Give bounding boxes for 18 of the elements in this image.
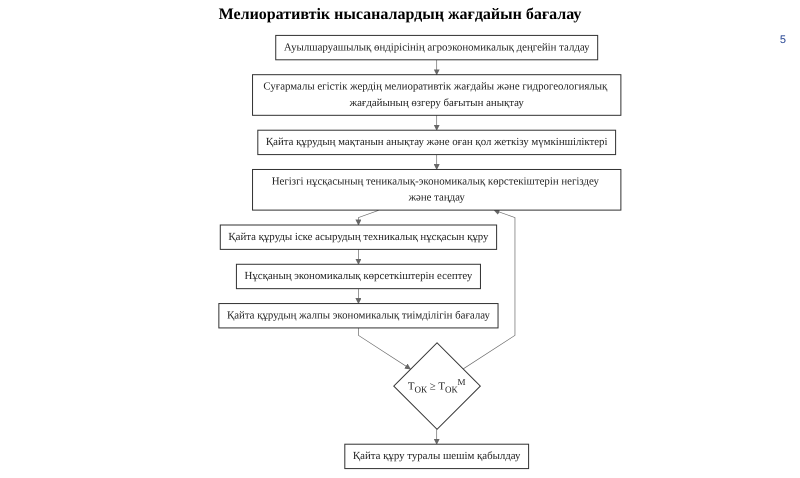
node-box: Суғармалы егістік жердің мелиоративтік жағдайы және гидрогеологиялық жағдайының өзгеру бағытын анықтау [252, 74, 622, 116]
node-box: Нұсқаның экономикалық көрсеткіштерін есептеу [236, 264, 482, 290]
node-box: Ауылшаруашылық өндірісінің агроэкономикалық деңгейін талдау [275, 34, 598, 60]
arrow [358, 328, 411, 370]
node-box: Негізгі нұсқасының теникалық-экономикалық көрстекіштерін негіздеу және таңдау [252, 168, 622, 211]
arrow [434, 59, 440, 75]
arrow [434, 114, 440, 130]
arrow [356, 288, 362, 304]
node-box: Қайта құрудың мақтанын анықтау және оған қол жеткізу мүмкіншіліктері [257, 130, 616, 156]
node-box: Қайта құруды іске асырудың техникалық нұсқасын құру [220, 224, 498, 250]
node-box: Қайта құрудың жалпы экономикалық тиімділігін бағалау [218, 303, 499, 328]
diagram-title: Мелиоративтік нысаналардың жағдайын бағалау [218, 6, 582, 24]
arrow [434, 154, 440, 170]
page-number: 5 [780, 34, 786, 46]
arrow [434, 428, 440, 444]
arrow [462, 209, 516, 370]
arrow [356, 249, 362, 265]
node-box: Қайта құру туралы шешім қабылдау [344, 444, 530, 470]
